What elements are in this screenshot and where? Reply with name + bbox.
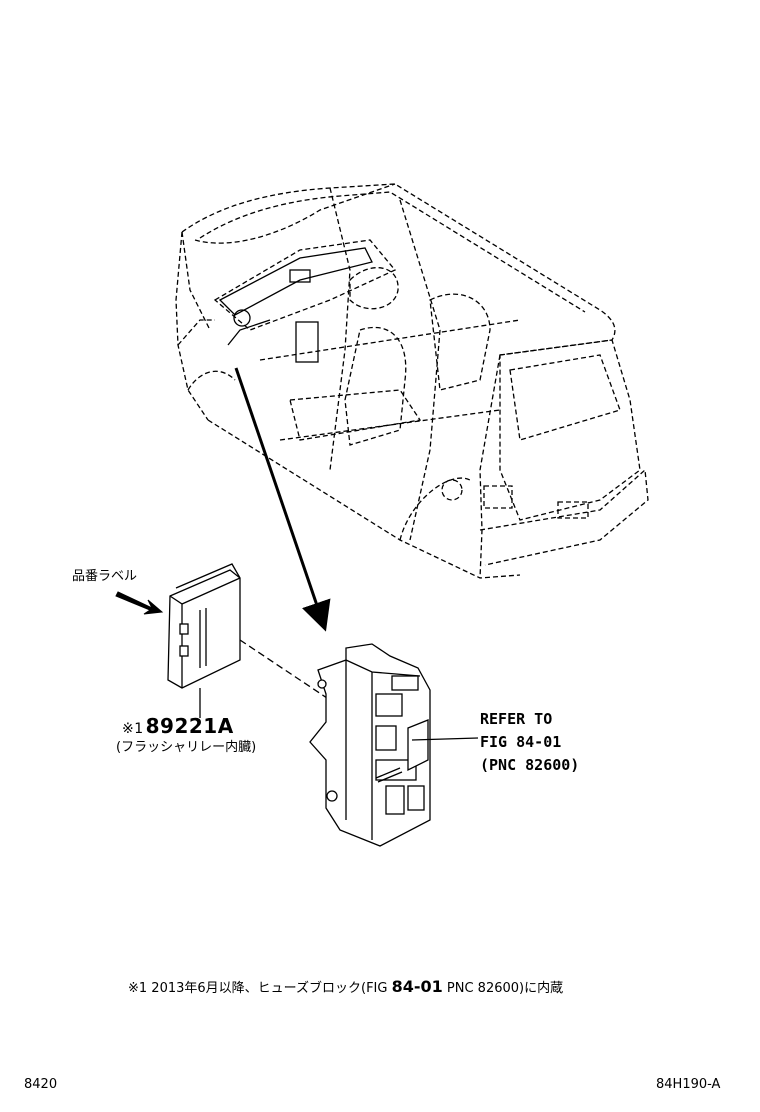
footnote-prefix: ※1 2013年6月以降、ヒューズブロック(FIG: [128, 981, 392, 996]
label-pointer-arrow: [115, 591, 164, 615]
vehicle-seat-cushion: [289, 389, 422, 441]
vehicle-roof-inner: [199, 191, 586, 313]
vehicle-tail-lamp: [483, 485, 513, 509]
vehicle-illustration: [175, 183, 649, 579]
vehicle-b-pillar: [329, 187, 351, 471]
page-code-left: 8420: [24, 1077, 58, 1092]
vehicle-sill: [207, 419, 521, 579]
footnote: ※1 2013年6月以降、ヒューズブロック(FIG 84-01 PNC 8260…: [128, 977, 564, 996]
footnote-suffix: PNC 82600)に内蔵: [442, 981, 564, 996]
vehicle-rear-seat: [429, 293, 491, 391]
vehicle-rear-quarter: [479, 354, 501, 579]
vehicle-rear-door: [399, 199, 441, 541]
vehicle-a-pillar: [181, 231, 211, 331]
vehicle-rear-hatch: [499, 339, 641, 521]
refer-line-1: REFER TO: [480, 710, 553, 728]
vehicle-fuel-cap: [441, 479, 463, 501]
relay-module: [167, 563, 241, 689]
dashboard-detail: [218, 247, 373, 363]
refer-to-callout[interactable]: REFER TO FIG 84-01 (PNC 82600): [480, 708, 579, 777]
part-label-note: 品番ラベル: [72, 569, 138, 584]
part-description: (フラッシャリレー内臓): [116, 740, 257, 755]
page-code-right: 84H190-A: [656, 1077, 721, 1092]
vehicle-floor: [259, 319, 521, 361]
vehicle-steering-wheel: [349, 267, 399, 310]
vehicle-rear-window: [509, 354, 621, 441]
vehicle-roof: [181, 183, 616, 356]
fuse-block: [309, 643, 431, 847]
refer-line-2: FIG 84-01: [480, 733, 562, 751]
vehicle-rear-wheel-arch: [399, 477, 471, 541]
part-number: 89221A: [145, 714, 234, 738]
refer-leader: [411, 737, 479, 741]
vehicle-front-wheel-arch: [187, 370, 236, 391]
refer-line-3: (PNC 82600): [480, 756, 580, 774]
vehicle-front-seat: [344, 326, 407, 446]
vehicle-front-lower: [177, 319, 215, 346]
location-arrow: [234, 367, 331, 632]
vehicle-windshield: [194, 183, 396, 244]
vehicle-dashboard: [213, 239, 397, 331]
vehicle-floor-2: [279, 409, 501, 441]
footnote-figure-link[interactable]: 84-01: [391, 977, 443, 996]
relay-to-fuseblock-dashed-line: [239, 639, 331, 701]
vehicle-hood: [175, 231, 209, 421]
part-number-mark: ※1: [122, 721, 144, 737]
vehicle-rear-bumper: [479, 468, 649, 566]
vehicle-license-plate: [557, 501, 589, 519]
